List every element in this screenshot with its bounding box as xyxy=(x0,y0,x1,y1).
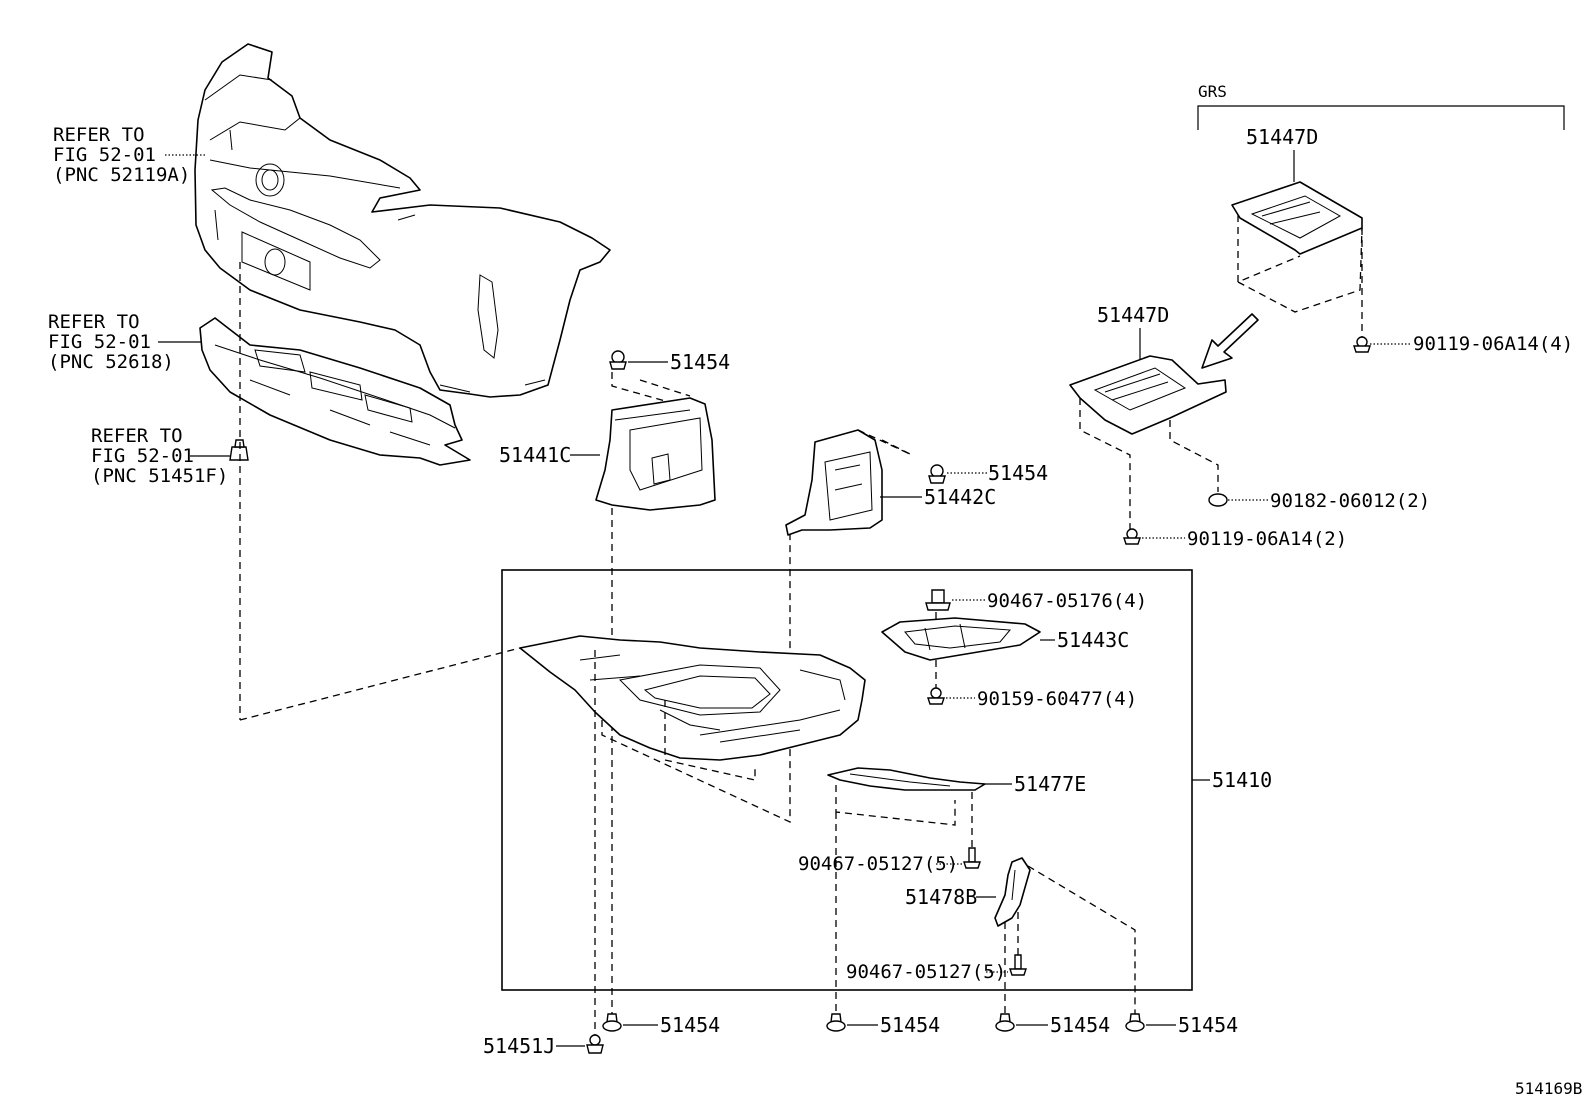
reference-note-bumper-cover: REFER TO FIG 52-01 (PNC 52119A) xyxy=(53,124,205,186)
label-90182-06012-2: 90182-06012(2) xyxy=(1270,490,1430,512)
label-90467-05127-5-b: 90467-05127(5) xyxy=(846,961,1006,983)
plate-51447D-mid-drawing xyxy=(1069,355,1227,435)
fastener-51454-c-icon xyxy=(602,1013,622,1032)
nut-90182-icon xyxy=(1208,493,1228,507)
ref1-line1: REFER TO xyxy=(53,124,145,146)
reference-note-absorber: REFER TO FIG 52-01 (PNC 52618) xyxy=(48,311,202,373)
ref3-line2: FIG 52-01 xyxy=(91,445,194,467)
ref3-line3: (PNC 51451F) xyxy=(91,465,228,487)
grs-label: GRS xyxy=(1198,82,1227,101)
label-51442C: 51442C xyxy=(924,485,996,509)
label-51454-c: 51454 xyxy=(660,1013,720,1037)
fastener-51454-e-icon xyxy=(995,1013,1015,1032)
label-51441C: 51441C xyxy=(499,443,571,467)
bracket-51478B-drawing xyxy=(994,857,1031,927)
label-51451J: 51451J xyxy=(483,1034,555,1058)
label-51478B: 51478B xyxy=(905,885,977,909)
bolt-90467-05127-b-icon xyxy=(1009,954,1027,976)
label-51454-e: 51454 xyxy=(1050,1013,1110,1037)
bracket-51477E-drawing xyxy=(827,767,986,791)
label-51454-a: 51454 xyxy=(670,350,730,374)
figure-id: 514169B xyxy=(1515,1079,1582,1098)
label-51410: 51410 xyxy=(1212,768,1272,792)
plate-51447D-top-drawing xyxy=(1231,181,1363,255)
label-51477E: 51477E xyxy=(1014,772,1086,796)
cover-51443C-drawing xyxy=(881,617,1041,661)
label-51454-b: 51454 xyxy=(988,461,1048,485)
label-51447D-top: 51447D xyxy=(1246,125,1318,149)
label-90467-05176-4: 90467-05176(4) xyxy=(987,590,1147,612)
label-90159-60477-4: 90159-60477(4) xyxy=(977,688,1137,710)
ref2-line1: REFER TO xyxy=(48,311,140,333)
label-90467-05127-5-a: 90467-05127(5) xyxy=(798,853,958,875)
clip-icon xyxy=(229,439,249,461)
ref1-line2: FIG 52-01 xyxy=(53,144,156,166)
label-51454-f: 51454 xyxy=(1178,1013,1238,1037)
shield-51441C-drawing xyxy=(595,397,716,511)
label-90119-06A14-2: 90119-06A14(2) xyxy=(1187,528,1347,550)
ref3-line1: REFER TO xyxy=(91,425,183,447)
ref2-line3: (PNC 52618) xyxy=(48,351,174,373)
bolt-90119-2-icon xyxy=(1123,528,1141,545)
bolt-90467-05176-icon xyxy=(925,589,951,611)
bolt-90159-icon xyxy=(927,687,945,705)
engine-undercover-drawing xyxy=(519,635,866,761)
bolt-90119-4-icon xyxy=(1353,336,1371,353)
bumper-absorber-drawing xyxy=(199,317,471,466)
fastener-51454-b-icon xyxy=(928,464,946,484)
shield-51442C-drawing xyxy=(785,429,883,536)
fastener-51454-d-icon xyxy=(826,1013,846,1032)
grs-variant-bracket: GRS xyxy=(1197,82,1565,130)
fastener-51454-a-icon xyxy=(609,350,627,370)
ref2-line2: FIG 52-01 xyxy=(48,331,151,353)
label-51454-d: 51454 xyxy=(880,1013,940,1037)
front-bumper-cover-drawing xyxy=(194,43,611,398)
clip-51451J-icon xyxy=(586,1034,604,1054)
label-51443C: 51443C xyxy=(1057,628,1129,652)
direction-arrow-icon xyxy=(1201,313,1259,369)
ref1-line3: (PNC 52119A) xyxy=(53,164,190,186)
fastener-51454-f-icon xyxy=(1125,1013,1145,1032)
label-51447D-mid: 51447D xyxy=(1097,303,1169,327)
bolt-90467-05127-a-icon xyxy=(963,847,981,869)
reference-note-clip: REFER TO FIG 52-01 (PNC 51451F) xyxy=(91,425,230,487)
label-90119-06A14-4: 90119-06A14(4) xyxy=(1413,333,1573,355)
